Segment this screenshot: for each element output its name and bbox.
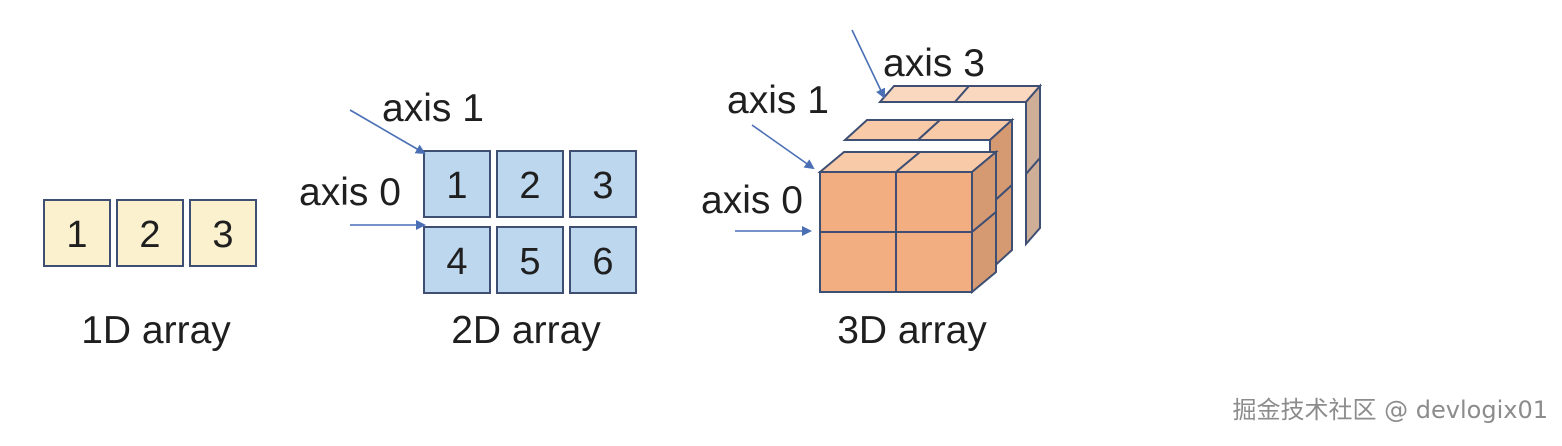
array-1d: 1 2 3 1D array bbox=[43, 199, 257, 352]
watermark: 掘金技术社区 @ devlogix01 bbox=[1232, 396, 1548, 424]
array-1d-cell: 2 bbox=[116, 199, 184, 267]
cube-back-layer bbox=[877, 83, 1043, 247]
array-2d-cell: 2 bbox=[496, 150, 564, 218]
array-1d-label: 1D array bbox=[81, 309, 231, 352]
array-3d-label: 3D array bbox=[837, 309, 987, 352]
axis-1-label: axis 1 bbox=[382, 87, 484, 130]
array-2d-cell: 3 bbox=[569, 150, 637, 218]
cell-value: 1 bbox=[66, 214, 87, 256]
cell-value: 5 bbox=[519, 241, 540, 283]
array-2d-label: 2D array bbox=[451, 309, 601, 352]
array-2d-cell: 1 bbox=[423, 150, 491, 218]
cell-value: 1 bbox=[446, 165, 467, 207]
cell-value: 2 bbox=[139, 214, 160, 256]
axis-0-label: axis 0 bbox=[299, 171, 401, 214]
array-1d-cell: 1 bbox=[43, 199, 111, 267]
array-3d: axis 3 axis 1 axis 0 3D array bbox=[701, 29, 1043, 352]
array-2d-cell: 6 bbox=[569, 226, 637, 294]
array-2d-cell: 5 bbox=[496, 226, 564, 294]
array-2d-cell: 4 bbox=[423, 226, 491, 294]
axis-3-label: axis 3 bbox=[883, 42, 985, 85]
cell-value: 2 bbox=[519, 165, 540, 207]
cell-value: 3 bbox=[212, 214, 233, 256]
cell-value: 6 bbox=[592, 241, 613, 283]
axis-1-arrow bbox=[751, 124, 815, 170]
cell-value: 3 bbox=[592, 165, 613, 207]
axis-1-arrow bbox=[349, 109, 426, 155]
array-1d-cell: 3 bbox=[189, 199, 257, 267]
cube-front-layer bbox=[817, 149, 999, 295]
cell-value: 4 bbox=[446, 241, 467, 283]
axis-3-arrow bbox=[851, 29, 886, 99]
array-2d: 1 2 3 4 5 6 axis 1 bbox=[299, 87, 637, 352]
axis-1-label: axis 1 bbox=[727, 79, 829, 122]
axis-0-label: axis 0 bbox=[701, 179, 803, 222]
